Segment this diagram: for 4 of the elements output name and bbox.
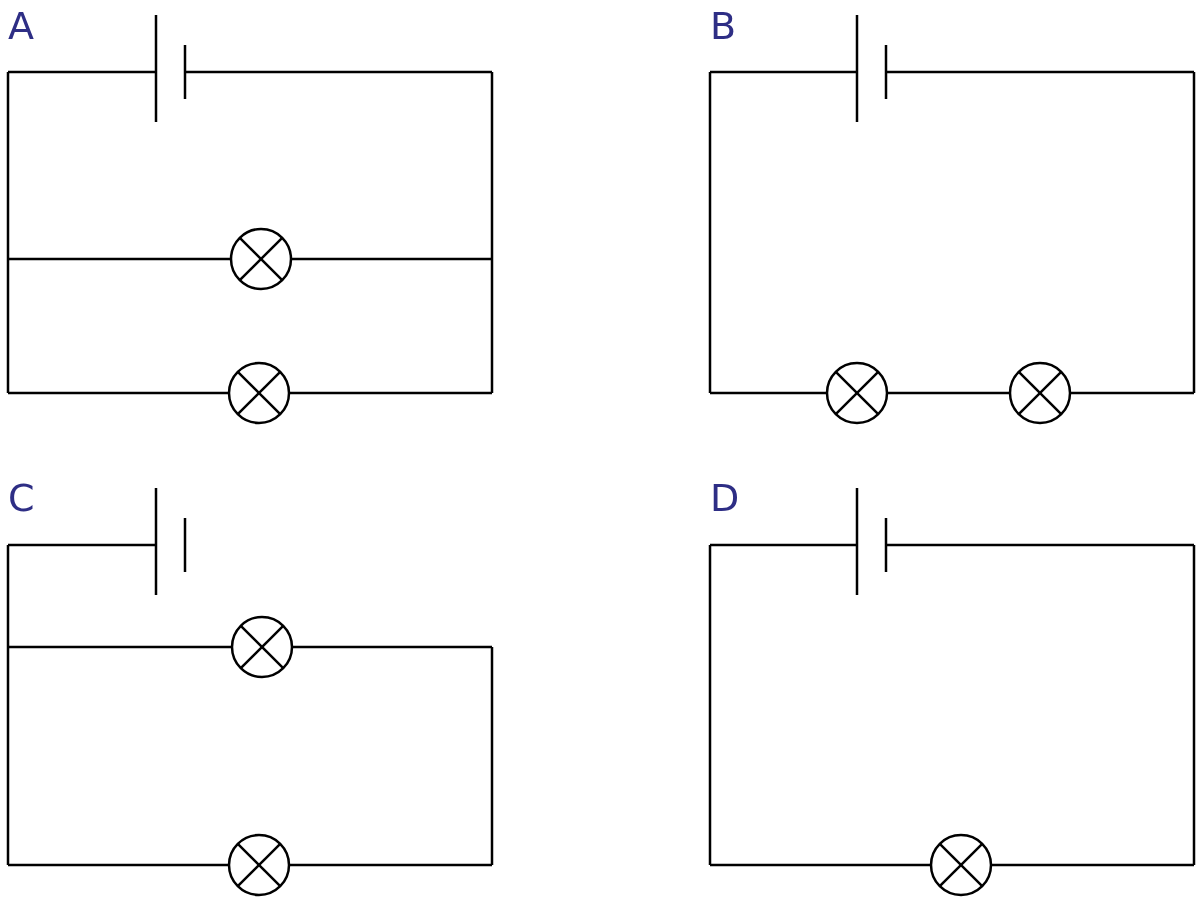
panel-label: A [8,6,34,46]
panel-label: C [8,478,35,518]
panel-label: D [710,478,740,518]
panel-label: B [710,6,737,46]
